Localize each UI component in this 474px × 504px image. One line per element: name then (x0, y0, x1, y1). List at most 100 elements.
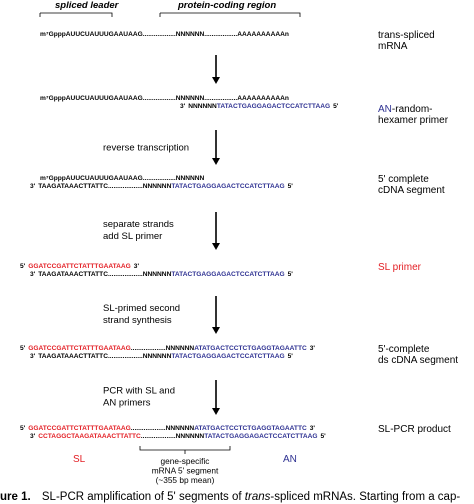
strand-bottom-5-part: 3' (30, 433, 36, 440)
strand-top-4: 5'GGATCCGATTCTATTTGAATAAG...............… (20, 345, 315, 352)
strand-top-4-part: GGATCCGATTCTATTTGAATAAG (28, 345, 131, 352)
strand-bottom-1-part: 5' (333, 103, 339, 110)
strand-top-0: m⁷GpppAUUCUAUUUGAAUAAG..................… (40, 31, 289, 38)
down-arrow-3 (212, 296, 220, 334)
step-label-1: AN-random-hexamer primer (378, 104, 449, 126)
strand-bottom-2-part: TAAGATAAACTTATTC (38, 183, 108, 190)
arrow-head (212, 408, 220, 415)
strand-bottom-4-part: 3' (30, 353, 36, 360)
spliced-leader-header: spliced leader (55, 0, 120, 11)
step-label-5: SL-PCR product (378, 424, 451, 435)
strand-top-4-part: 3' (310, 345, 316, 352)
strand-bottom-2-part: TATACTGAGGAGACTCCATCTTAAG (171, 183, 284, 190)
down-arrow-2 (212, 212, 220, 250)
strand-top-3-part: 5' (20, 263, 26, 270)
down-arrow-1 (212, 130, 220, 165)
arrow-head (212, 243, 220, 250)
strand-top-4-part: ...................NNNNNN (131, 345, 195, 352)
strand-top-5-part: ...................NNNNNN (131, 425, 195, 432)
strand-top-2-part: m⁷GpppAUUCUAUUUGAAUAAG (40, 175, 143, 182)
strand-top-2-part: ..................NNNNNN (143, 175, 205, 182)
strand-top-0-part: m⁷GpppAUUCUAUUUGAAUAAG (40, 31, 143, 38)
sequence-steps: m⁷GpppAUUCUAUUUGAAUAAG..................… (20, 30, 458, 440)
strand-top-4-part: 5' (20, 345, 26, 352)
strand-bottom-3-part: ...................NNNNNN (108, 271, 172, 278)
caption-prefix: ure 1. (0, 491, 31, 503)
strand-top-1-part: ..................NNNNNN (143, 95, 205, 102)
strand-bottom-3: 3'TAAGATAAACTTATTC...................NNN… (30, 271, 293, 278)
protein-coding-bracket (159, 12, 301, 17)
strand-bottom-5-part: CCTAGGCTAAGATAAACTTATTC (38, 433, 141, 440)
an-label-part: AN (378, 104, 392, 115)
strand-bottom-4-part: TATACTGAGGAGACTCCATCTTAAG (171, 353, 284, 360)
strand-bottom-3-part: TATACTGAGGAGACTCCATCTTAAG (171, 271, 284, 278)
step-label-2-line: 5' complete (378, 174, 429, 185)
strand-bottom-4-part: 5' (288, 353, 294, 360)
strand-top-0-part: ..................AAAAAAAAAAn (204, 31, 289, 38)
down-arrow-0 (212, 55, 220, 84)
strand-top-5: 5'GGATCCGATTCTATTTGAATAAG...............… (20, 425, 315, 432)
step-label-3: SL primer (378, 262, 422, 273)
strand-bottom-5-part: TATACTGAGGAGACTCCATCTTAAG (204, 433, 317, 440)
step-label-5-line: SL-PCR product (378, 424, 451, 435)
segment-bracket (139, 446, 231, 454)
down-arrow-4 (212, 380, 220, 415)
strand-bottom-2-part: 5' (288, 183, 294, 190)
strand-top-3-part: GGATCCGATTCTATTTGAATAAG (28, 263, 131, 270)
strand-bottom-3-part: TAAGATAAACTTATTC (38, 271, 108, 278)
strand-bottom-2-part: ...................NNNNNN (108, 183, 172, 190)
strand-bottom-1-part: NNNNNN (188, 103, 217, 110)
protein-coding-header: protein-coding region (177, 0, 276, 11)
strand-bottom-4: 3'TAAGATAAACTTATTC...................NNN… (30, 353, 293, 360)
arrow-head (212, 158, 220, 165)
transition-label-1-line: reverse transcription (103, 143, 189, 154)
arrow-head (212, 77, 220, 84)
strand-bottom-5-part: ...................NNNNNN (141, 433, 205, 440)
strand-bottom-2-part: 3' (30, 183, 36, 190)
strand-top-5-part: 3' (310, 425, 316, 432)
strand-top-5-part: ATATGACTCCTCTGAGGTAGAATTC (194, 425, 307, 432)
sl-bottom-label: SL (73, 454, 86, 465)
strand-top-3-part: 3' (134, 263, 140, 270)
transition-label-2-line: separate strands (103, 219, 174, 230)
strand-bottom-4-part: TAAGATAAACTTATTC (38, 353, 108, 360)
strand-bottom-4-part: ...................NNNNNN (108, 353, 172, 360)
strand-top-1-part: ..................AAAAAAAAAAn (204, 95, 289, 102)
transition-label-3-line: SL-primed second (103, 303, 180, 314)
figure-caption: ure 1. SL-PCR amplification of 5' segmen… (0, 491, 460, 503)
strand-top-0-part: ..................NNNNNN (143, 31, 205, 38)
spliced-leader-bracket (39, 12, 113, 17)
caption-text-a: SL-PCR amplification of 5' segments of (42, 491, 245, 503)
strand-bottom-3-part: 3' (30, 271, 36, 278)
transition-label-3-line: strand synthesis (103, 315, 172, 326)
strand-top-4-part: ATATGACTCCTCTGAGGTAGAATTC (194, 345, 307, 352)
caption-text-italic: trans (245, 491, 271, 503)
strand-bottom-5: 3'CCTAGGCTAAGATAAACTTATTC...............… (30, 433, 326, 440)
strand-top-1: m⁷GpppAUUCUAUUUGAAUAAG..................… (40, 95, 289, 102)
strand-bottom-5-part: 5' (320, 433, 326, 440)
step-label-0-line: trans-spliced (378, 30, 435, 41)
strand-bottom-2: 3'TAAGATAAACTTATTC...................NNN… (30, 183, 293, 190)
segment-label-line: (~355 bp mean) (156, 475, 215, 485)
arrow-head (212, 327, 220, 334)
step-label-2-line: cDNA segment (378, 185, 445, 196)
step-label-4-line: 5'-complete (378, 344, 430, 355)
transition-label-4-line: AN primers (103, 398, 151, 409)
strand-bottom-1-part: 3' (180, 103, 186, 110)
strand-bottom-3-part: 5' (288, 271, 294, 278)
transition-label-1: reverse transcription (103, 143, 189, 154)
transition-label-2-line: add SL primer (103, 231, 162, 242)
transition-label-4-line: PCR with SL and (103, 386, 175, 397)
strand-top-1-part: m⁷GpppAUUCUAUUUGAAUAAG (40, 95, 143, 102)
an-bottom-label: AN (283, 454, 297, 465)
label-part: -random- (392, 104, 433, 115)
segment-label-line: mRNA 5' segment (152, 466, 219, 476)
